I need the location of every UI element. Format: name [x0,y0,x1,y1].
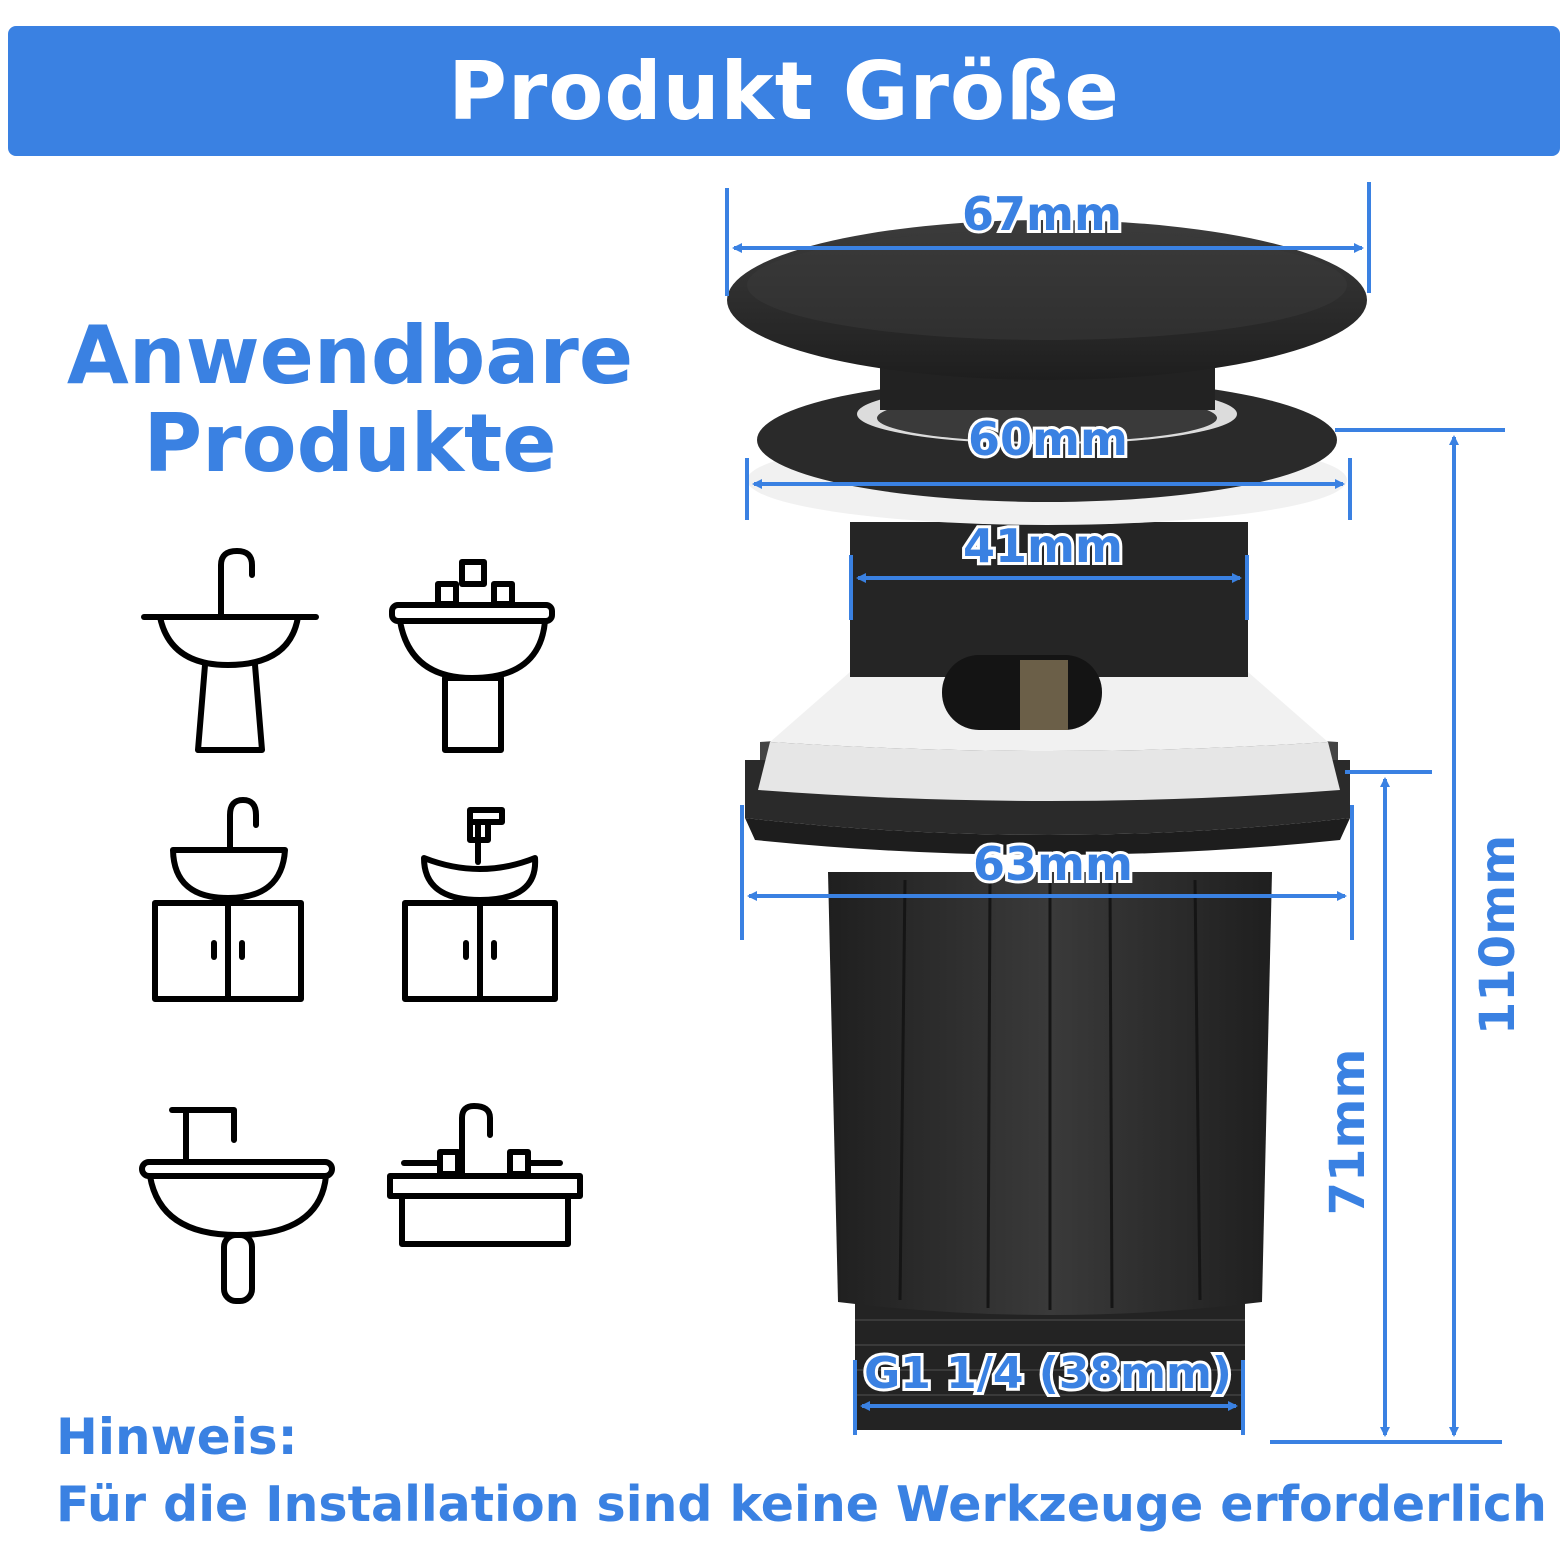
note-title: Hinweis: [56,1408,298,1466]
body-width-label: 41mm [963,519,1123,573]
vanity-sink-icon [152,797,304,1002]
countertop-sink-icon [387,1103,583,1247]
applicable-products-heading: Anwendbare Produkte [40,312,660,488]
banner-title: Produkt Größe [448,44,1120,138]
heading-line-1: Anwendbare [66,309,634,402]
base-width-label: 63mm [973,837,1133,891]
lower-height-label: 71mm [1320,1049,1376,1216]
vessel-sink-cabinet-icon [402,807,558,1002]
wall-basin-icon [139,1107,335,1304]
flange-width-label: 60mm [968,412,1128,466]
total-height-label: 110mm [1470,835,1526,1035]
title-banner: Produkt Größe [8,26,1560,156]
heading-line-2: Produkte [143,397,557,490]
note-text: Für die Installation sind keine Werkzeug… [56,1476,1547,1533]
pedestal-basin-icon [389,559,555,753]
cap-width-label: 67mm [962,187,1122,241]
pedestal-sink-icon [141,548,319,753]
middle-body [850,522,1248,677]
drain-product-image [727,220,1367,1430]
thread-label: G1 1/4 (38mm) [864,1348,1232,1399]
